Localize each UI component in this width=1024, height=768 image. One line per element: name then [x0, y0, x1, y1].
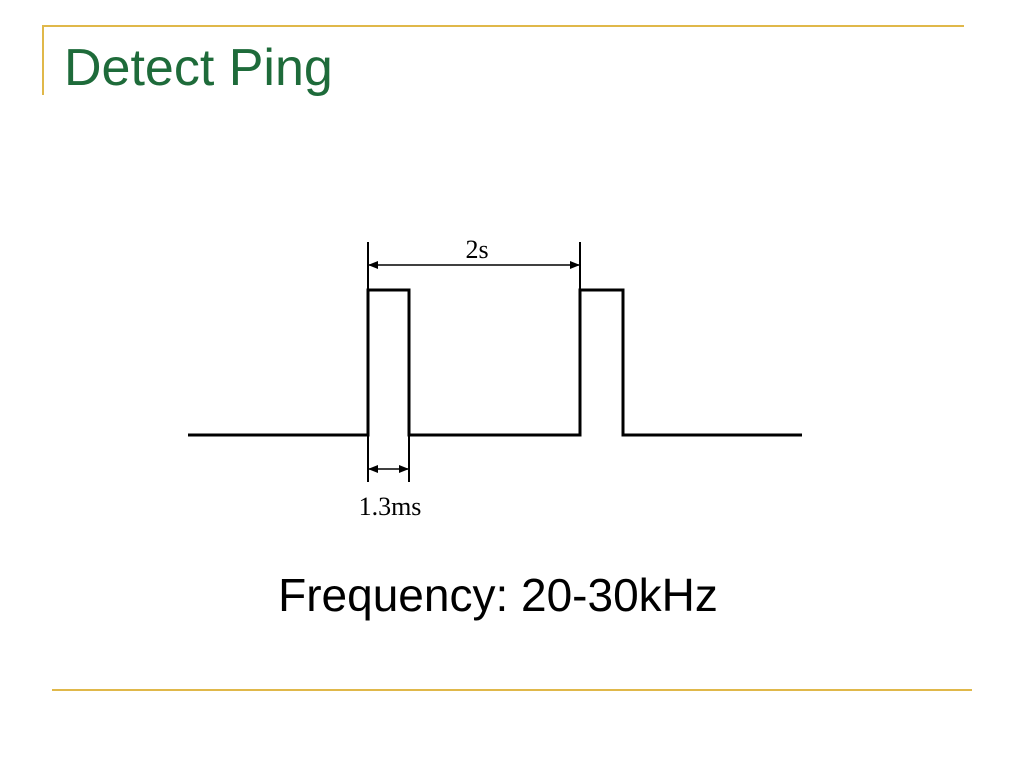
accent-line-bottom — [52, 689, 972, 691]
accent-line-top — [42, 25, 964, 27]
frequency-caption: Frequency: 20-30kHz — [278, 569, 718, 621]
period-label: 2s — [465, 235, 488, 264]
accent-line-left — [42, 25, 44, 95]
pulse-waveform-line — [188, 288, 802, 437]
slide-title: Detect Ping — [64, 39, 333, 97]
pulse-width-label: 1.3ms — [359, 492, 422, 521]
